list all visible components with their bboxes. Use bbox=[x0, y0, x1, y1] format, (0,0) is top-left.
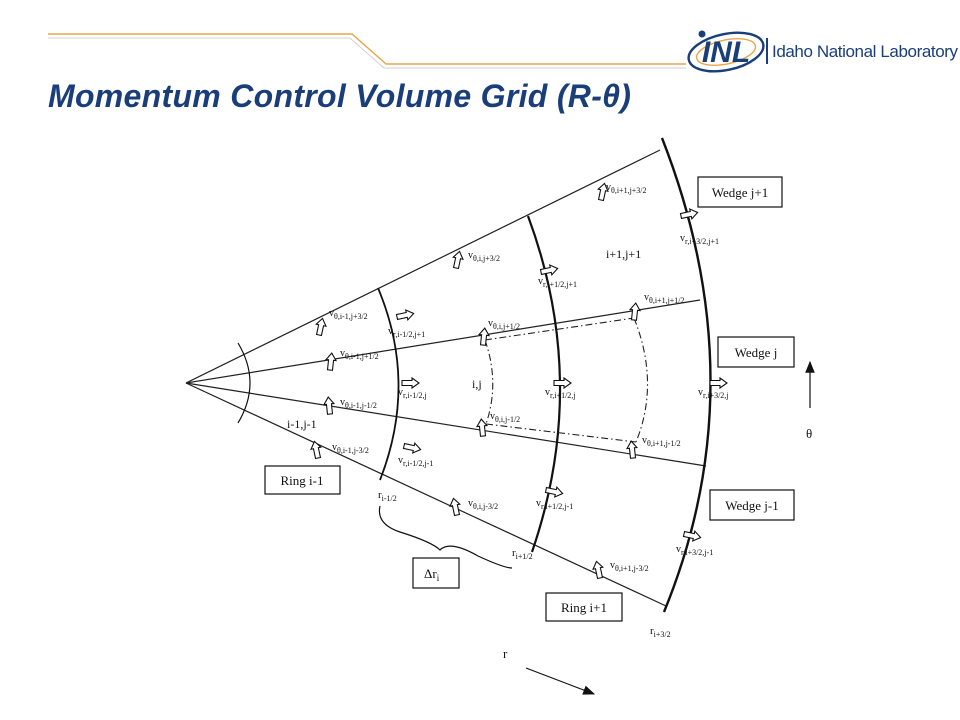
arrow-vr-i-plus-3half-j-plus-1 bbox=[679, 208, 699, 220]
cv-bottom-edge bbox=[485, 423, 637, 443]
control-volume-ij bbox=[484, 317, 649, 443]
radius-label-i-plus-3half: ri+3/2 bbox=[650, 625, 671, 639]
label-vr-i-plus-half-j-plus-1: vr,i+1/2,j+1 bbox=[538, 276, 577, 289]
r-axis: r bbox=[503, 646, 596, 695]
radius-label-i-minus-half: ri-1/2 bbox=[378, 489, 397, 503]
arrow-vtheta-i-j-plus-half bbox=[477, 327, 491, 346]
arc-r-i-plus-3half bbox=[660, 137, 712, 613]
svg-text:Δri: Δri bbox=[424, 566, 440, 583]
label-vtheta-i-plus-1-j-plus-3half: vθ,i+1,j+3/2 bbox=[606, 182, 647, 195]
arc-r-i-minus-half bbox=[377, 287, 400, 481]
svg-text:Wedge j+1: Wedge j+1 bbox=[712, 185, 768, 200]
radial-line-top bbox=[185, 149, 661, 384]
label-vtheta-i-j-minus-half: vθ,i,j-1/2 bbox=[490, 411, 520, 424]
wedge-j-minus-1-box: Wedge j-1 bbox=[709, 489, 795, 521]
inl-logo-mark: INL bbox=[687, 30, 765, 73]
arrow-vr-i-plus-half-j bbox=[553, 376, 572, 390]
header-gray-line bbox=[48, 37, 686, 69]
radial-line-bottom bbox=[185, 382, 667, 607]
radius-label-i-plus-half: ri+1/2 bbox=[512, 547, 533, 561]
label-vtheta-i-minus-1-j-minus-3half: vθ,i-1,j-3/2 bbox=[332, 442, 369, 455]
arrow-vr-i-minus-half-j-plus-1 bbox=[395, 309, 415, 321]
label-vtheta-i-plus-1-j-minus-3half: vθ,i+1,j-3/2 bbox=[610, 560, 649, 573]
radial-line-lower bbox=[185, 382, 707, 467]
label-vtheta-i-j-plus-half: vθ,i,j+1/2 bbox=[488, 318, 520, 331]
slide-title: Momentum Control Volume Grid (R-θ) bbox=[48, 78, 632, 114]
label-vr-i-plus-3half-j-minus-1: vr,i+3/2,j-1 bbox=[676, 544, 713, 557]
svg-text:Wedge j-1: Wedge j-1 bbox=[725, 498, 778, 513]
arrow-vtheta-i-minus-1-j-plus-3half bbox=[315, 317, 327, 337]
arrow-vr-i-plus-half-j-minus-1 bbox=[544, 486, 564, 498]
delta-r-brace bbox=[378, 505, 513, 569]
inl-logo: INL Idaho National Laboratory bbox=[686, 24, 958, 80]
header-decoration bbox=[48, 33, 686, 69]
label-vr-i-plus-half-j: vr,i+1/2,j bbox=[545, 387, 576, 400]
label-vr-i-plus-3half-j-plus-1: vr,i+3/2,j+1 bbox=[680, 233, 719, 246]
label-vr-i-plus-half-j-minus-1: vr,i+1/2,j-1 bbox=[536, 498, 573, 511]
arrow-vr-i-minus-half-j-minus-1 bbox=[402, 442, 422, 454]
r-axis-label: r bbox=[503, 646, 508, 661]
label-vtheta-i-plus-1-j-minus-half: vθ,i+1,j-1/2 bbox=[642, 435, 681, 448]
wedge-j-plus-1-box: Wedge j+1 bbox=[697, 176, 783, 208]
header-orange-line bbox=[48, 33, 686, 65]
velocity-arrows bbox=[310, 182, 728, 580]
label-vr-i-minus-half-j-plus-1: vr,i-1/2,j+1 bbox=[388, 326, 425, 339]
wedge-j-box: Wedge j bbox=[717, 336, 795, 368]
label-vr-i-minus-half-j: vr,i-1/2,j bbox=[398, 387, 427, 400]
arrow-vtheta-i-plus-1-j-minus-3half bbox=[592, 560, 604, 580]
label-vtheta-i-j-minus-3half: vθ,i,j-3/2 bbox=[468, 498, 498, 511]
radial-lines bbox=[185, 149, 707, 607]
label-vtheta-i-j-plus-3half: vθ,i,j+3/2 bbox=[468, 250, 500, 263]
cell-label-i-minus-1-j-minus-1: i-1,j-1 bbox=[287, 417, 317, 431]
label-vtheta-i-minus-1-j-plus-half: vθ,i-1,j+1/2 bbox=[340, 348, 379, 361]
arrow-vr-i-plus-3half-j-minus-1 bbox=[682, 530, 702, 542]
cv-top-edge bbox=[484, 317, 635, 341]
r-axis-arrow bbox=[525, 667, 596, 695]
arrow-vtheta-i-minus-1-j-minus-half bbox=[322, 396, 336, 415]
arrow-vr-i-minus-half-j bbox=[401, 376, 420, 390]
radial-line-upper bbox=[185, 299, 701, 384]
cv-left-edge bbox=[484, 339, 494, 425]
arrow-vtheta-i-j-plus-3half bbox=[452, 250, 464, 270]
arrow-vtheta-i-plus-1-j-plus-half bbox=[628, 302, 642, 321]
arrow-vtheta-i-plus-1-j-plus-3half bbox=[597, 182, 609, 202]
cell-label-i-j: i,j bbox=[472, 377, 482, 391]
theta-axis: θ bbox=[805, 360, 815, 441]
radial-arcs bbox=[237, 137, 712, 613]
delta-r-box: Δri bbox=[412, 557, 460, 589]
label-vtheta-i-minus-1-j-minus-half: vθ,i-1,j-1/2 bbox=[340, 397, 377, 410]
radius-labels: ri-1/2 ri+1/2 ri+3/2 bbox=[378, 489, 671, 639]
svg-text:INL: INL bbox=[702, 36, 750, 69]
arrow-vtheta-i-j-minus-3half bbox=[449, 497, 461, 517]
arrow-vtheta-i-minus-1-j-minus-3half bbox=[310, 440, 322, 460]
logo-text: Idaho National Laboratory bbox=[772, 42, 958, 61]
svg-text:Wedge j: Wedge j bbox=[735, 345, 778, 360]
theta-axis-label: θ bbox=[806, 426, 812, 441]
label-vr-i-minus-half-j-minus-1: vr,i-1/2,j-1 bbox=[398, 455, 433, 468]
arrow-vr-i-plus-half-j-plus-1 bbox=[539, 264, 559, 276]
ring-i-plus-1-box: Ring i+1 bbox=[545, 592, 623, 622]
svg-text:Ring i+1: Ring i+1 bbox=[561, 600, 607, 615]
label-vtheta-i-minus-1-j-plus-3half: vθ,i-1,j+3/2 bbox=[329, 308, 368, 321]
arrow-vtheta-i-j-minus-half bbox=[475, 418, 489, 437]
arrow-vtheta-i-minus-1-j-plus-half bbox=[324, 352, 338, 371]
cell-label-i-plus-1-j-plus-1: i+1,j+1 bbox=[606, 247, 641, 261]
label-vr-i-plus-3half-j: vr,i+3/2,j bbox=[698, 387, 729, 400]
cv-right-edge bbox=[633, 317, 649, 443]
cell-labels: i+1,j+1 i,j i-1,j-1 bbox=[287, 247, 641, 431]
apex-angle-arc bbox=[237, 342, 251, 424]
velocity-labels: vθ,i+1,j+3/2 vθ,i,j+3/2 vθ,i-1,j+3/2 vr,… bbox=[329, 182, 729, 573]
arrow-vtheta-i-plus-1-j-minus-half bbox=[625, 440, 639, 459]
logo-divider bbox=[766, 38, 768, 64]
ring-i-minus-1-box: Ring i-1 bbox=[264, 465, 341, 495]
svg-text:Ring i-1: Ring i-1 bbox=[281, 473, 324, 488]
arrow-vr-i-plus-3half-j bbox=[709, 376, 728, 390]
label-vtheta-i-plus-1-j-plus-half: vθ,i+1,j+1/2 bbox=[644, 292, 685, 305]
